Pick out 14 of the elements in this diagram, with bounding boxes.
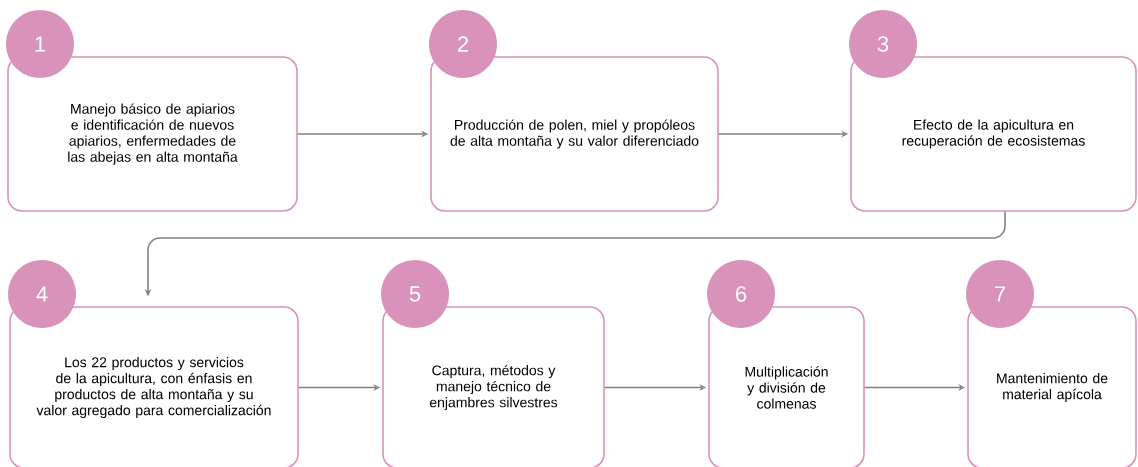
step-box: Manejo básico de apiarios e identificación de nuevos apiarios, enfermedades de las abejas en alta montaña xyxy=(7,56,298,212)
step-box: Producción de polen, miel y propóleos de alta montaña y su valor diferenciado xyxy=(430,56,719,212)
number-badge: 7 xyxy=(966,260,1034,328)
number-badge: 3 xyxy=(849,10,917,78)
step-box: Efecto de la apicultura en recuperación de ecosistemas xyxy=(850,56,1137,212)
number-badge: 6 xyxy=(707,260,775,328)
number-badge: 2 xyxy=(429,10,497,78)
number-badge: 4 xyxy=(8,260,76,328)
step-box: Mantenimiento de material apícola xyxy=(967,306,1137,467)
step-box: Multiplicación y división de colmenas xyxy=(708,306,865,467)
step-box: Captura, métodos y manejo técnico de enjambres silvestres xyxy=(382,306,605,467)
number-badge: 5 xyxy=(381,260,449,328)
number-badge: 1 xyxy=(6,10,74,78)
step-box: Los 22 productos y servicios de la apicultura, con énfasis en productos de alta montaña y su valor agregado para comercialización xyxy=(9,306,299,467)
